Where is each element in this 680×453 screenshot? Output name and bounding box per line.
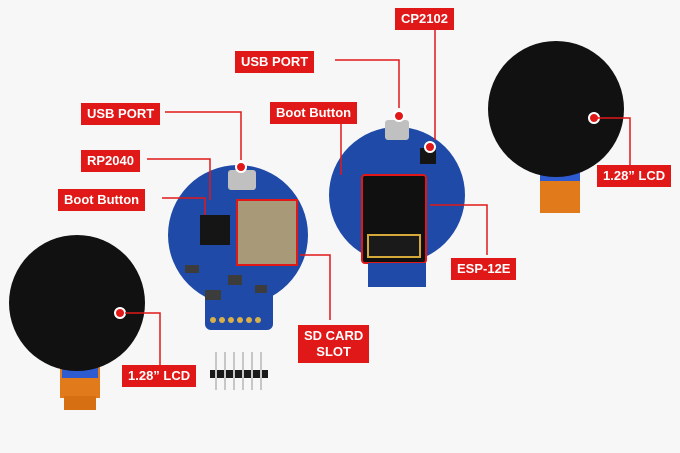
esp12e-board bbox=[329, 110, 465, 287]
boot-button-right-label: Boot Button bbox=[270, 102, 358, 124]
rp2040-board bbox=[168, 161, 308, 330]
rp2040-label: RP2040 bbox=[81, 150, 140, 172]
usb-port-right-label: USB PORT bbox=[235, 51, 315, 73]
lcd-module-left bbox=[9, 235, 145, 410]
lcd-left-label: 1.28” LCD bbox=[122, 365, 197, 387]
callout-lines bbox=[125, 18, 631, 365]
lcd-module-right bbox=[488, 41, 624, 213]
sd-card-slot-line1: SD CARD bbox=[304, 328, 364, 343]
esp12e-label: ESP-12E bbox=[451, 258, 517, 280]
usb-port-left-label: USB PORT bbox=[81, 103, 161, 125]
sd-card-slot-line2: SLOT bbox=[316, 344, 351, 359]
boot-button-left-label: Boot Button bbox=[58, 189, 146, 211]
lcd-right-label: 1.28” LCD bbox=[597, 165, 672, 187]
sd-card-slot-label: SD CARD SLOT bbox=[298, 325, 370, 363]
cp2102-label: CP2102 bbox=[395, 8, 454, 30]
pin-header bbox=[210, 352, 268, 390]
